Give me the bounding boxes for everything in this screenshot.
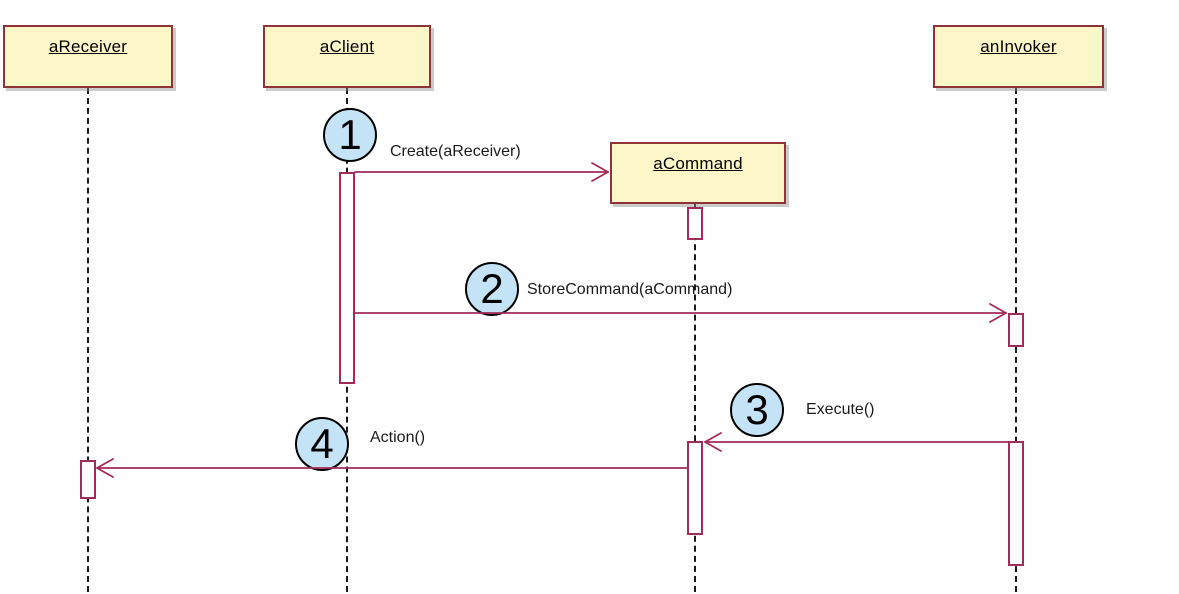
message-arrow-action[interactable] xyxy=(96,458,688,478)
lifeline-areceiver[interactable] xyxy=(87,88,89,592)
actor-label-aclient: aClient xyxy=(319,37,375,56)
actor-box-areceiver[interactable]: aReceiver xyxy=(3,25,173,88)
activation-aclient[interactable] xyxy=(339,172,355,384)
sequence-number: 4 xyxy=(310,420,334,467)
actor-label-aninvoker: anInvoker xyxy=(980,37,1057,56)
message-arrow-storecommand[interactable] xyxy=(354,303,1007,323)
sequence-circle-2[interactable]: 2 xyxy=(465,262,519,316)
message-label-create: Create(aReceiver) xyxy=(390,143,521,160)
sequence-circle-4[interactable]: 4 xyxy=(295,417,349,471)
sequence-number: 1 xyxy=(338,111,362,158)
activation-aninvoker-2[interactable] xyxy=(1008,441,1024,566)
activation-acommand-1[interactable] xyxy=(687,207,703,240)
activation-acommand-2[interactable] xyxy=(687,441,703,535)
sequence-circle-3[interactable]: 3 xyxy=(730,383,784,437)
actor-label-areceiver: aReceiver xyxy=(48,37,128,56)
sequence-number: 3 xyxy=(745,386,769,433)
actor-box-acommand[interactable]: aCommand xyxy=(610,142,786,204)
sequence-circle-1[interactable]: 1 xyxy=(323,108,377,162)
message-label-action: Action() xyxy=(370,429,426,446)
message-arrow-execute[interactable] xyxy=(704,432,1009,452)
activation-aninvoker-1[interactable] xyxy=(1008,313,1024,347)
activation-areceiver[interactable] xyxy=(80,460,96,499)
actor-box-aclient[interactable]: aClient xyxy=(263,25,431,88)
message-label-storecommand: StoreCommand(aCommand) xyxy=(527,281,733,298)
message-label-execute: Execute() xyxy=(806,401,875,418)
message-arrow-create[interactable] xyxy=(354,162,609,182)
lifeline-acommand[interactable] xyxy=(694,204,696,592)
actor-box-aninvoker[interactable]: anInvoker xyxy=(933,25,1104,88)
sequence-number: 2 xyxy=(480,265,504,312)
actor-label-acommand: aCommand xyxy=(653,154,743,173)
